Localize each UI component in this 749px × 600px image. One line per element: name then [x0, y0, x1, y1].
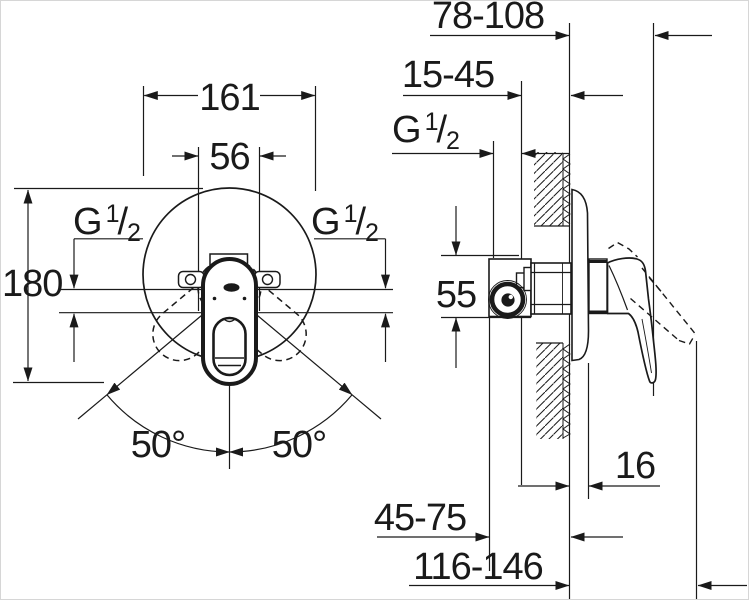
dim-cartridge-width: 56: [209, 136, 249, 178]
wall-section: [534, 152, 571, 439]
dim-escutcheon-thickness: 16: [615, 445, 655, 487]
wall-hatch-upper: [534, 152, 563, 226]
front-view: [13, 86, 393, 469]
dim-mounting-depth: 15-45: [402, 54, 494, 96]
dim-wall-to-lever-open: 116-146: [413, 546, 543, 588]
lever-grip-opening: [212, 316, 247, 377]
mounting-screw-hole-right: [261, 273, 274, 286]
dim-overall-height: 180: [2, 263, 62, 305]
wall-hatch-lower: [536, 343, 563, 439]
concealed-body: [488, 258, 572, 319]
supply-port-flange: [488, 280, 527, 319]
escutcheon-side: [571, 188, 590, 362]
angle-arc-right: [229, 394, 353, 457]
mounting-screw-hole-left: [184, 273, 197, 286]
side-view: [377, 23, 747, 599]
angle-arc-left: [106, 394, 230, 457]
lever-adapter-sleeve: [588, 258, 608, 315]
dim-plate-diameter: 161: [199, 77, 259, 119]
dim-body-height: 55: [436, 274, 476, 316]
front-dimension-lines: [23, 91, 390, 382]
plaster-layer-lower: [562, 343, 571, 439]
dim-body-to-wall: 45-75: [374, 497, 466, 539]
lever-open-position-dashed: [608, 241, 696, 345]
dim-angle-right: 50°: [272, 424, 326, 466]
plaster-layer-upper: [562, 153, 571, 225]
cartridge-housing: [530, 262, 572, 315]
dim-wall-to-lever-closed: 78-108: [432, 1, 544, 37]
dim-angle-left: 50°: [131, 424, 185, 466]
grohe-logo-mark: [223, 283, 240, 292]
side-dimension-lines: [377, 31, 747, 590]
dimension-labels: 161 56 180 50° 50° 55 78-108 15-45 16 45…: [2, 1, 656, 588]
lever-handle-front-details: [212, 283, 247, 377]
